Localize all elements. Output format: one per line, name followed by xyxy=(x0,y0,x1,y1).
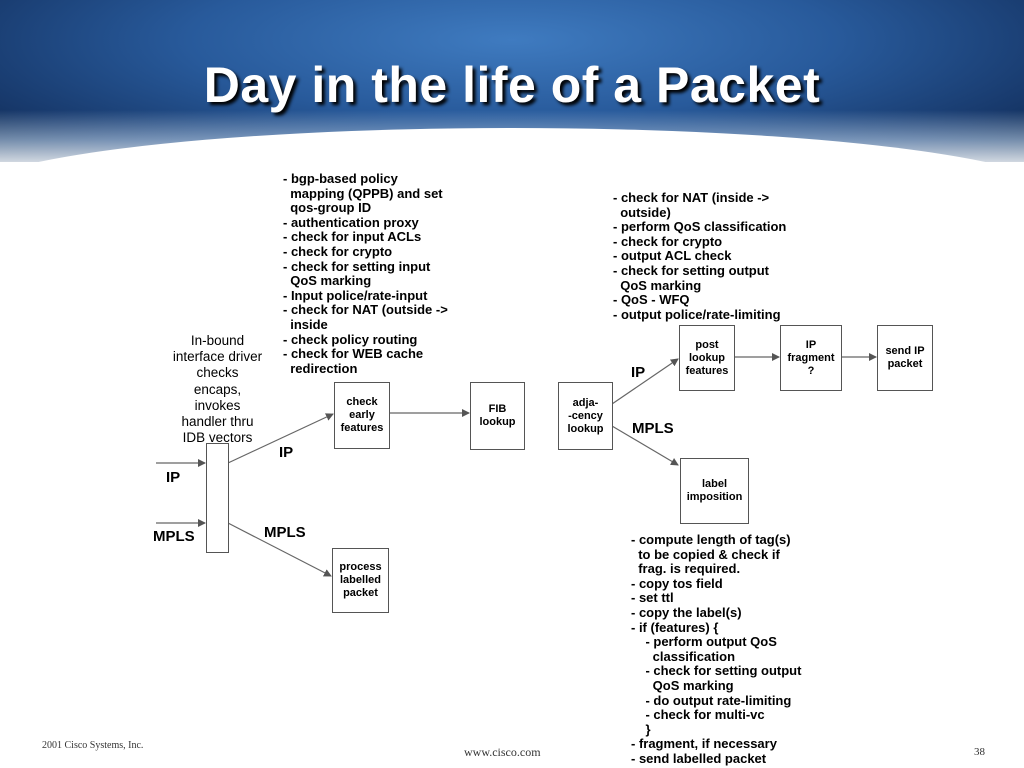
post-lookup-features-box: post lookup features xyxy=(679,325,735,391)
footer-copyright: 2001 Cisco Systems, Inc. xyxy=(42,740,144,751)
mpls-input-label: MPLS xyxy=(153,528,195,545)
arrow-to-process-labelled xyxy=(227,522,332,577)
mpls-branch-label: MPLS xyxy=(264,524,306,541)
arrow-to-label-imposition xyxy=(611,425,679,466)
mpls-output-label: MPLS xyxy=(632,420,674,437)
arrow-to-check-early xyxy=(227,413,334,464)
ip-branch-label: IP xyxy=(279,444,294,461)
inbound-driver-text: In-bound interface driver checks encaps,… xyxy=(172,333,263,446)
adjacency-lookup-box: adja- -cency lookup xyxy=(558,382,613,450)
footer-url[interactable]: www.cisco.com xyxy=(464,745,541,759)
check-early-features-box: check early features xyxy=(334,382,390,449)
arrow-to-post-lookup xyxy=(611,358,679,405)
inbound-features-list: - bgp-based policy mapping (QPPB) and se… xyxy=(283,171,448,376)
slide-header xyxy=(0,0,1024,162)
ip-input-label: IP xyxy=(166,469,181,486)
fib-lookup-box: FIB lookup xyxy=(470,382,525,450)
ip-fragment-box: IP fragment ? xyxy=(780,325,842,391)
ip-output-label: IP xyxy=(631,364,646,381)
footer-page-number: 38 xyxy=(974,746,985,758)
slide-title: Day in the life of a Packet xyxy=(203,57,821,113)
inbound-interface-bar xyxy=(206,443,229,553)
label-imposition-steps: - compute length of tag(s) to be copied … xyxy=(631,532,802,766)
process-labelled-packet-box: process labelled packet xyxy=(332,548,389,613)
label-imposition-box: label imposition xyxy=(680,458,749,524)
outbound-features-list: - check for NAT (inside -> outside) - pe… xyxy=(613,190,787,322)
send-ip-packet-box: send IP packet xyxy=(877,325,933,391)
